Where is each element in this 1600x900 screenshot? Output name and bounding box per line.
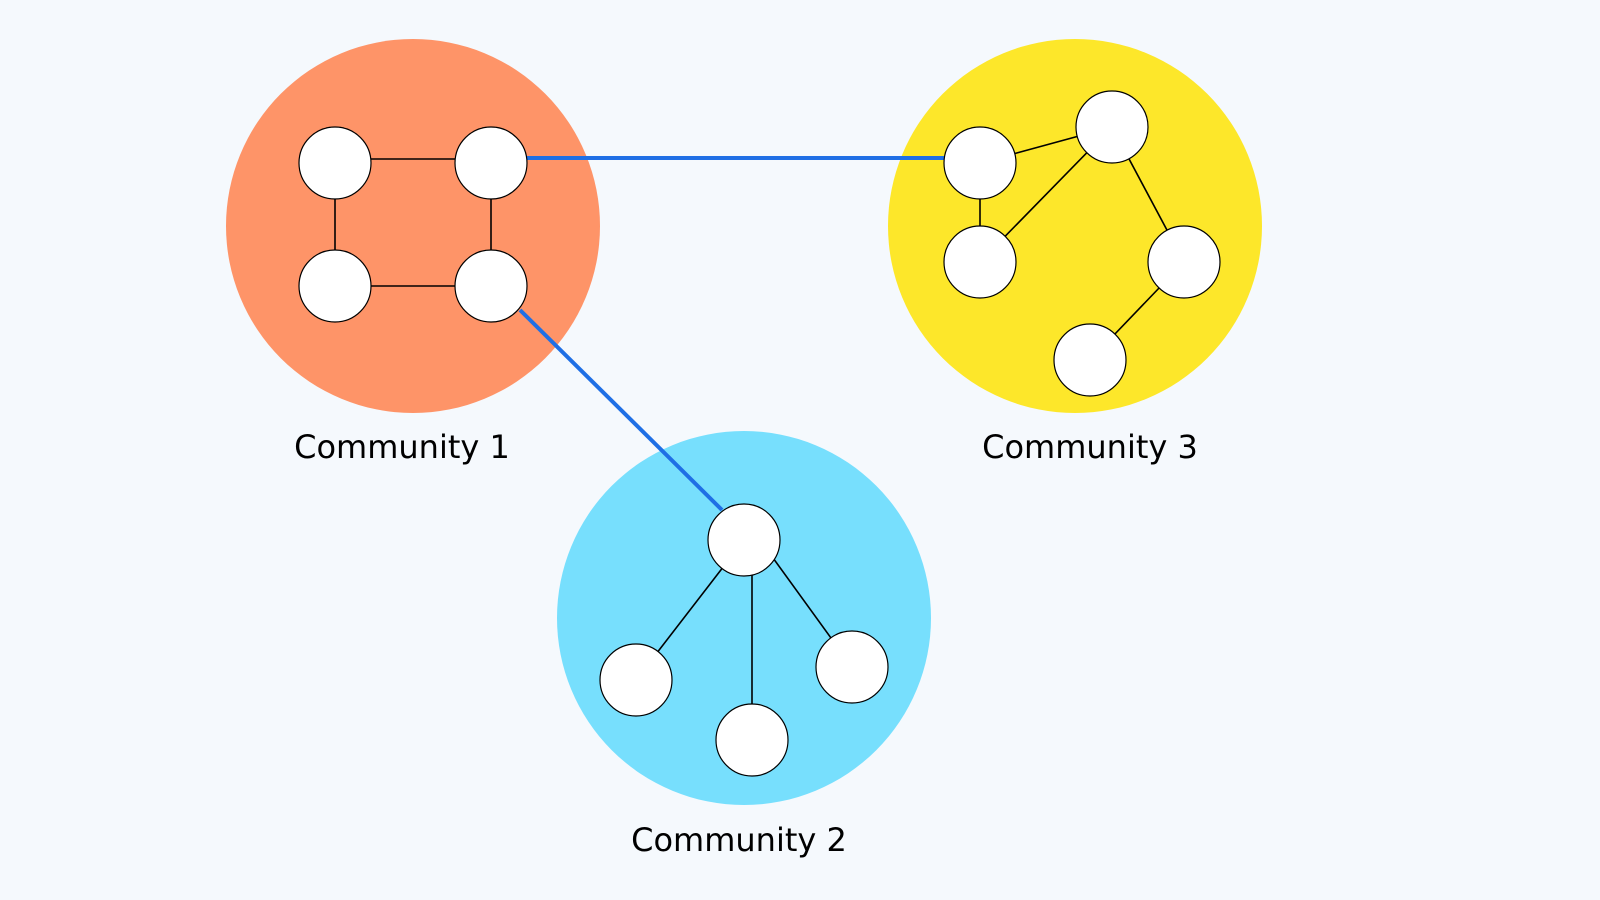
node (707, 503, 781, 577)
node (815, 630, 889, 704)
node (943, 225, 1017, 299)
community-2-nodes (599, 503, 889, 777)
community-3-nodes (943, 90, 1221, 397)
community-1-circle (226, 39, 600, 413)
node (1053, 323, 1127, 397)
node (298, 126, 372, 200)
community-2-label: Community 2 (631, 821, 847, 859)
node (1075, 90, 1149, 164)
community-3-label: Community 3 (982, 428, 1198, 466)
bridge-edge-c1-c2 (518, 308, 724, 512)
node (1147, 225, 1221, 299)
node (298, 249, 372, 323)
bridge-edges (518, 156, 945, 512)
community-1-label: Community 1 (294, 428, 510, 466)
node (454, 126, 528, 200)
community-1-nodes (298, 126, 528, 323)
node (943, 126, 1017, 200)
node (599, 643, 673, 717)
node (454, 249, 528, 323)
node (715, 703, 789, 777)
